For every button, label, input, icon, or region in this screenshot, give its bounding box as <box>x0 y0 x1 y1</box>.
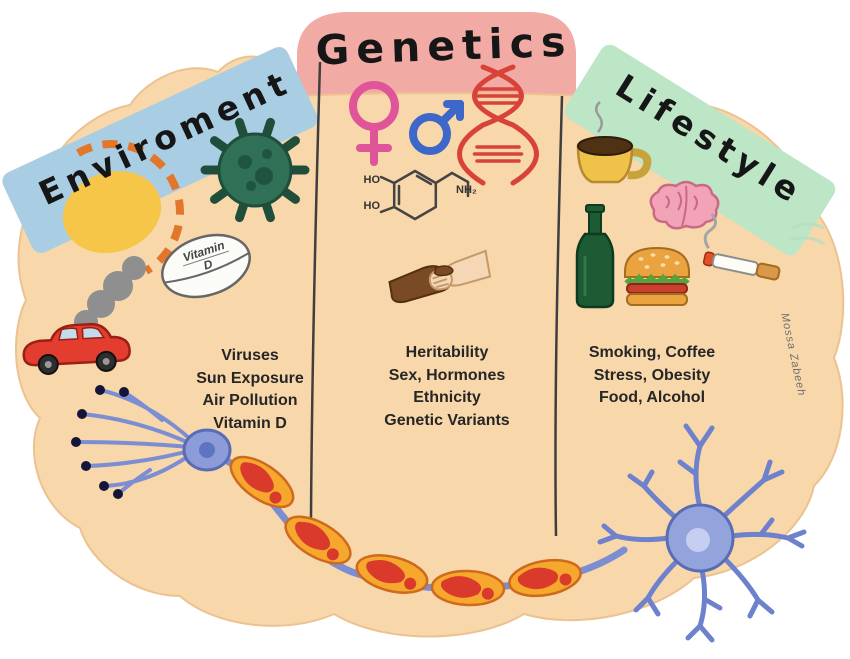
divider-environment-genetics <box>309 61 322 519</box>
genetics-factor-list: Heritability Sex, Hormones Ethnicity Gen… <box>342 342 552 432</box>
brain-icon <box>649 180 720 230</box>
molecule-ho-bottom-label: HO <box>363 200 381 212</box>
virus-icon <box>200 117 310 223</box>
environment-factor-list: Viruses Sun Exposure Air Pollution Vitam… <box>145 345 355 435</box>
cigarette-icon <box>702 213 781 281</box>
divider-genetics-lifestyle <box>554 95 564 537</box>
car-icon <box>22 322 131 375</box>
astrocyte-nucleus <box>686 528 710 552</box>
wine-bottle-icon <box>575 204 615 309</box>
coffee-cup-icon <box>576 101 652 184</box>
environment-factor: Air Pollution <box>202 392 298 409</box>
handshake-icon <box>388 249 492 304</box>
molecule-ho-top-label: HO <box>363 174 381 186</box>
male-symbol-icon <box>409 100 464 155</box>
lifestyle-banner-shape <box>564 44 836 256</box>
neuron-nucleus <box>199 442 215 458</box>
lifestyle-banner <box>564 44 836 256</box>
dopamine-molecule-icon <box>379 169 470 221</box>
environment-factor: Sun Exposure <box>196 369 304 387</box>
environment-factor: Viruses <box>221 347 279 364</box>
green-scribble <box>789 222 825 246</box>
myelin-sheath <box>229 455 582 607</box>
lifestyle-factor: Stress, Obesity <box>593 366 711 384</box>
pill-label-line2: D <box>201 256 215 273</box>
genetics-factor: Heritability <box>405 344 489 361</box>
genetics-factor: Genetic Variants <box>384 411 510 429</box>
dendrite-terminals <box>71 385 129 499</box>
female-symbol-icon <box>349 81 399 166</box>
section-title-genetics: Genetics <box>314 17 574 75</box>
lifestyle-factor-list: Smoking, Coffee Stress, Obesity Food, Al… <box>547 342 757 410</box>
genetics-factor: Ethnicity <box>413 389 481 406</box>
sun-icon <box>62 140 184 275</box>
dna-icon <box>457 64 539 186</box>
astrocyte-cell <box>597 423 807 643</box>
molecule-nh2-label: NH₂ <box>456 184 477 196</box>
hamburger-icon <box>624 246 690 306</box>
genetics-factor: Sex, Hormones <box>388 366 506 384</box>
brain-outline <box>14 55 845 638</box>
vitamin-d-pill-icon <box>161 233 251 299</box>
environment-factor: Vitamin D <box>213 414 287 432</box>
lifestyle-factor: Food, Alcohol <box>598 389 706 406</box>
lifestyle-factor: Smoking, Coffee <box>588 344 716 361</box>
